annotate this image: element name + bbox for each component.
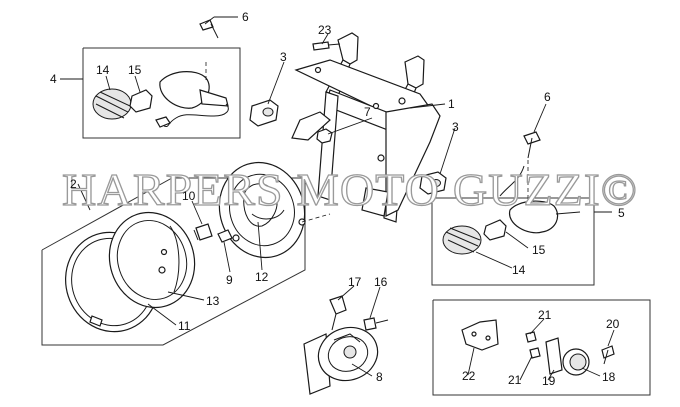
callout-20: 20 — [606, 317, 620, 331]
nut-7 — [316, 128, 333, 144]
callout-11: 11 — [178, 319, 191, 333]
plate-19 — [545, 337, 563, 375]
callout-15-right: 15 — [532, 243, 546, 257]
bracket-detail-box — [432, 299, 651, 396]
callout-23: 23 — [318, 23, 332, 37]
callout-19: 19 — [542, 374, 556, 388]
watermark-text: HARPERS MOTO GUZZI© — [62, 164, 638, 215]
callout-13: 13 — [206, 294, 220, 308]
headlight-assembly-box — [41, 177, 306, 346]
callout-15-left: 15 — [128, 63, 142, 77]
horn — [303, 326, 379, 395]
screw-6-top — [199, 19, 219, 39]
callout-1: 1 — [448, 97, 455, 111]
callout-8: 8 — [376, 370, 383, 384]
parking-bulb-9 — [217, 229, 233, 243]
rubber-block-3-right — [419, 171, 447, 195]
headlight-support-frame — [291, 32, 441, 223]
callout-14-right: 14 — [512, 263, 526, 277]
callout-5: 5 — [618, 206, 625, 220]
headlight-lens — [108, 211, 196, 309]
callout-21-bottom: 21 — [508, 373, 522, 387]
bolt-16 — [363, 317, 389, 331]
reflector-18 — [562, 348, 590, 376]
callout-10: 10 — [182, 189, 196, 203]
callout-22: 22 — [462, 369, 476, 383]
screw-20 — [601, 345, 615, 365]
callout-numbers: 1 2 3 3 4 5 6 6 7 8 9 10 11 12 13 14 14 … — [50, 10, 625, 388]
callout-6-top: 6 — [242, 10, 249, 24]
callout-16: 16 — [374, 275, 388, 289]
callout-9: 9 — [226, 273, 233, 287]
leader-lines — [60, 16, 615, 381]
callout-3-right: 3 — [452, 120, 459, 134]
callout-18: 18 — [602, 370, 616, 384]
screw-6-right — [523, 131, 541, 159]
nut-21-bottom — [529, 347, 541, 359]
right-turn-signal — [442, 160, 581, 255]
rubber-block-3-left — [249, 99, 279, 127]
callout-3-left: 3 — [280, 50, 287, 64]
bracket-22 — [461, 319, 499, 351]
left-turn-signal-detail-box — [82, 47, 241, 139]
callout-14-left: 14 — [96, 63, 110, 77]
callout-7: 7 — [364, 105, 371, 119]
bulb-10 — [193, 223, 213, 241]
callout-2: 2 — [70, 177, 77, 191]
callout-4: 4 — [50, 72, 57, 86]
horn-bracket-17 — [329, 295, 347, 331]
callout-17: 17 — [348, 275, 362, 289]
headlight-bowl — [218, 161, 331, 259]
callout-12: 12 — [255, 270, 269, 284]
callout-6-right: 6 — [544, 90, 551, 104]
bolt-23 — [312, 41, 341, 51]
left-turn-signal — [92, 62, 229, 128]
right-turn-signal-detail-box — [431, 197, 595, 286]
callout-21-top: 21 — [538, 308, 552, 322]
